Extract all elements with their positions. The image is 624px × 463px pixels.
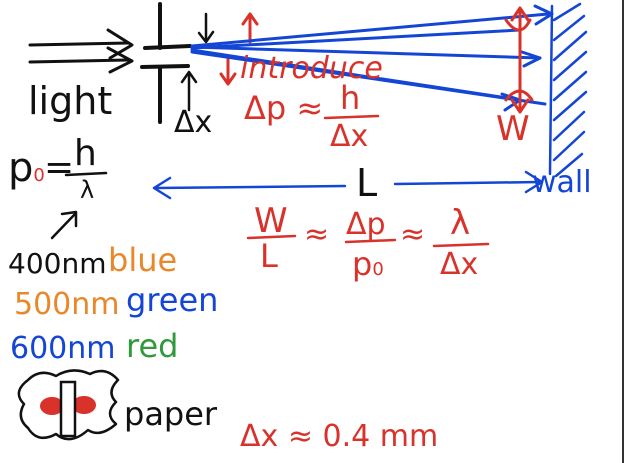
dp-fraction-bar: [323, 114, 380, 120]
color-blue-word: blue: [108, 241, 178, 279]
spot-width-arrows: [504, 6, 534, 114]
ratio-w: W: [254, 201, 288, 241]
lambda-pointer-arrow: [50, 210, 78, 240]
label-dp-approx: Δp ≈: [244, 89, 324, 127]
label-paper: paper: [124, 395, 218, 433]
paper-with-slit-sketch: [17, 369, 120, 441]
p0-subscript: 0: [33, 165, 45, 186]
wall: [548, 2, 588, 178]
right-edge-divider: [622, 0, 624, 463]
color-green-word: green: [126, 281, 219, 319]
label-introduce: introduce: [240, 51, 383, 86]
ratio-p0: p0: [352, 248, 384, 280]
momentum-arrows: [219, 12, 259, 86]
label-slit-dx: Δx: [174, 105, 213, 140]
label-dp-numerator: h: [340, 79, 361, 117]
ratio-dp: Δp: [346, 207, 386, 242]
color-red-word: red: [126, 327, 179, 365]
ratio-dx: Δx: [440, 247, 479, 282]
ratio-approx-1: ≈: [304, 217, 330, 252]
light-rays-to-wall: [190, 4, 554, 112]
ratio-lambda: λ: [450, 203, 471, 243]
slit-barrier: [140, 2, 192, 124]
label-wall: wall: [532, 165, 592, 200]
incoming-light-arrows: [28, 28, 134, 74]
label-p0-denominator: λ: [80, 176, 95, 204]
label-distance-L: L: [356, 161, 378, 205]
label-dx-value: Δx ≈ 0.4 mm: [240, 419, 439, 454]
ratio-p0-subscript: 0: [372, 259, 384, 280]
label-p0-numerator: h: [74, 133, 97, 174]
label-w: W: [496, 109, 530, 149]
ratio-l: L: [260, 237, 278, 275]
wavelength-400: 400nm: [8, 247, 107, 280]
p0-letter: p: [8, 145, 34, 191]
p0-fraction: [64, 171, 108, 177]
ratio-fraction-bars: [246, 234, 490, 248]
slit-width-arrows: [180, 12, 215, 112]
ratio-p0-letter: p: [352, 245, 373, 283]
distance-arrow: [152, 170, 544, 200]
wavelength-600: 600nm: [10, 331, 116, 366]
ratio-approx-2: ≈: [400, 217, 426, 252]
wavelength-500: 500nm: [14, 287, 120, 322]
label-dp-denominator: Δx: [330, 119, 369, 154]
label-p0: p0: [8, 148, 45, 188]
label-light: light: [28, 79, 113, 123]
label-p0-equals: =: [44, 147, 75, 188]
